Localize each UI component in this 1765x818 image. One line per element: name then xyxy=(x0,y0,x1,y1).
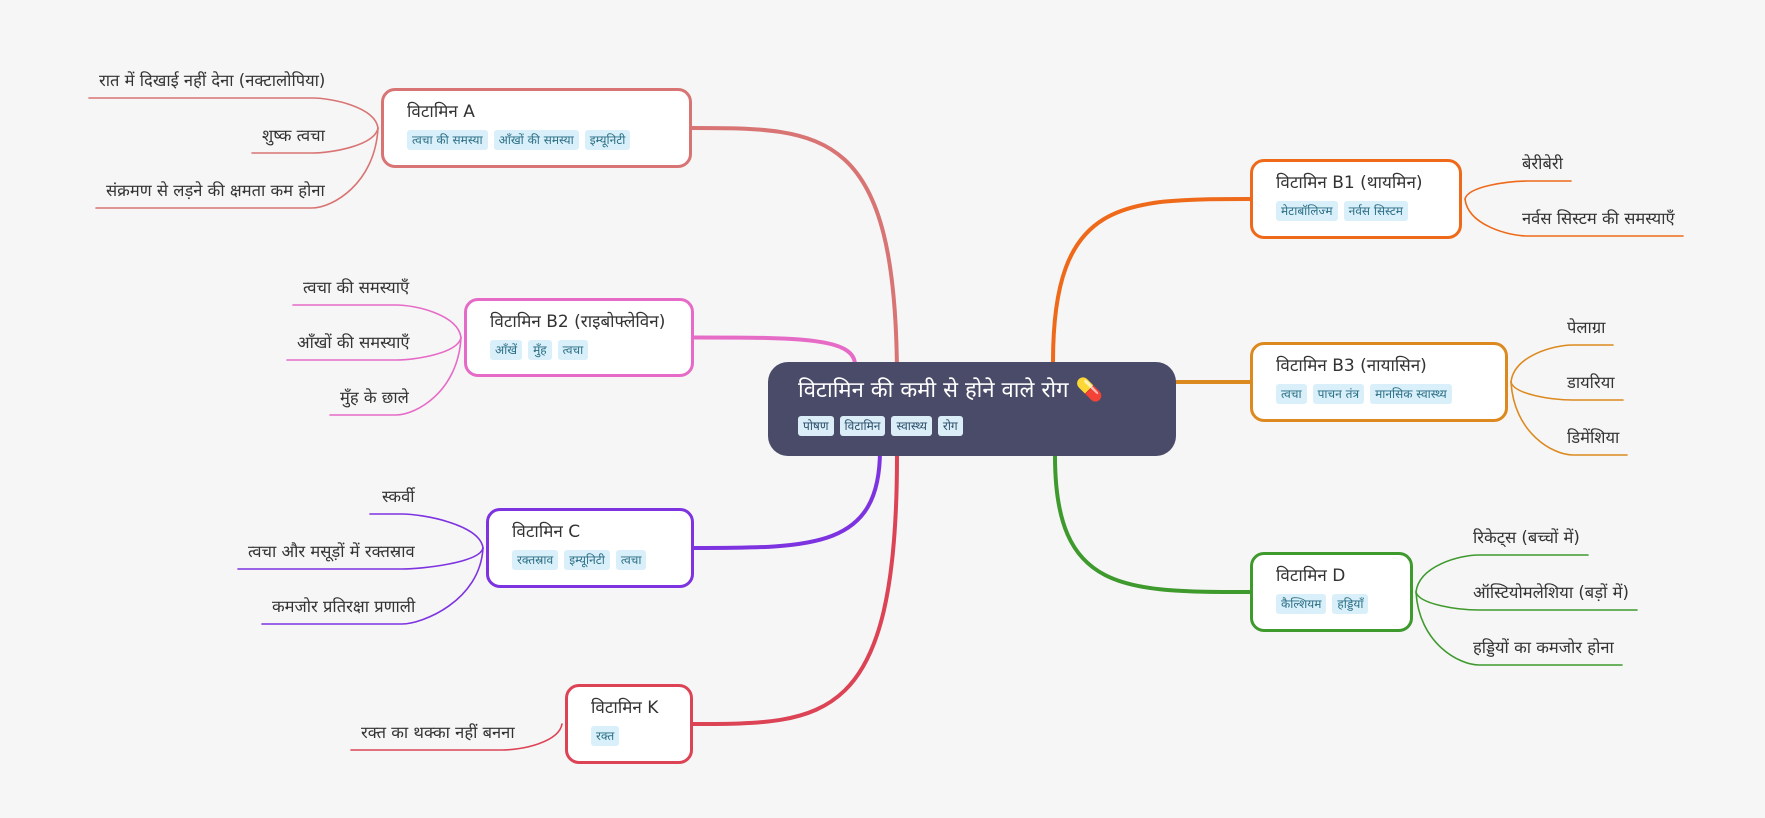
leaf-label[interactable]: कमजोर प्रतिरक्षा प्रणाली xyxy=(272,597,416,616)
connector-line xyxy=(691,454,899,726)
leaf-label[interactable]: डिमेंशिया xyxy=(1567,428,1620,447)
connector-line xyxy=(88,97,379,129)
branch-title: विटामिन B2 (राइबोफ्लेविन) xyxy=(490,312,666,332)
leaf-label[interactable]: त्वचा और मसूड़ों में रक्तस्राव xyxy=(248,542,415,561)
connector-line xyxy=(692,335,857,367)
leaf-label[interactable]: स्कर्वी xyxy=(382,487,415,506)
tag-chip: मुँह xyxy=(528,340,552,360)
connector-line xyxy=(350,723,563,751)
branch-node[interactable]: विटामिन K रक्त xyxy=(565,684,693,764)
leaf-label[interactable]: डायरिया xyxy=(1567,373,1615,392)
tag-chip: रक्त xyxy=(591,726,620,746)
leaf-label[interactable]: बेरीबेरी xyxy=(1522,154,1563,173)
connector-line xyxy=(237,547,484,570)
tag-chip: त्वचा xyxy=(615,550,647,570)
connector-line xyxy=(1053,454,1252,594)
tag-chip: मेटाबॉलिज्म xyxy=(1276,201,1338,221)
tag-chip: पाचन तंत्र xyxy=(1312,384,1365,404)
connector-line xyxy=(1510,381,1624,401)
branch-tags: रक्त xyxy=(591,726,690,746)
connector-line xyxy=(329,336,462,416)
branch-title: विटामिन A xyxy=(407,102,475,122)
tag-chip: त्वचा xyxy=(557,340,589,360)
branch-tags: त्वचा की समस्याआँखों की समस्याइम्यूनिटी xyxy=(407,130,689,150)
branch-title: विटामिन C xyxy=(512,522,581,542)
connector-line xyxy=(690,126,899,382)
connector-line xyxy=(1051,197,1252,364)
tag-chip: रक्तस्राव xyxy=(512,550,559,570)
tag-chip: हड्डियाँ xyxy=(1332,594,1369,614)
connector-line xyxy=(1415,591,1638,611)
tag-chip: मानसिक स्वास्थ्य xyxy=(1370,384,1452,404)
leaf-label[interactable]: शुष्क त्वचा xyxy=(262,126,325,145)
connector-line xyxy=(1415,591,1623,666)
leaf-label[interactable]: नर्वस सिस्टम की समस्याएँ xyxy=(1522,209,1675,228)
leaf-label[interactable]: रक्त का थक्का नहीं बनना xyxy=(361,723,515,742)
branch-title: विटामिन B3 (नायासिन) xyxy=(1276,356,1427,376)
connector-line xyxy=(286,336,462,361)
connector-line xyxy=(1510,344,1614,383)
branch-title: विटामिन K xyxy=(591,698,659,718)
tag-chip: कैल्शियम xyxy=(1276,594,1327,614)
root-tag: रोग xyxy=(937,416,963,436)
connector-line xyxy=(261,547,484,625)
branch-title: विटामिन D xyxy=(1276,566,1346,586)
tag-chip: इम्यूनिटी xyxy=(584,130,631,150)
leaf-label[interactable]: मुँह के छाले xyxy=(340,388,409,407)
connector-line xyxy=(1415,554,1589,593)
leaf-label[interactable]: त्वचा की समस्याएँ xyxy=(303,278,410,297)
tag-chip: इम्यूनिटी xyxy=(564,550,610,570)
tag-chip: आँखों की समस्या xyxy=(493,130,579,150)
root-title: विटामिन की कमी से होने वाले रोग 💊 xyxy=(798,378,1103,403)
connector-line xyxy=(1510,381,1628,456)
connector-line xyxy=(1464,198,1684,237)
tag-chip: त्वचा की समस्या xyxy=(407,130,488,150)
connector-line xyxy=(692,448,882,550)
connector-line xyxy=(369,513,484,549)
leaf-label[interactable]: रिकेट्स (बच्चों में) xyxy=(1473,528,1580,547)
connector-line xyxy=(1464,180,1572,200)
root-tag: स्वास्थ्य xyxy=(891,416,932,436)
tag-chip: आँखें xyxy=(490,340,523,360)
root-tag: विटामिन xyxy=(839,416,886,436)
connector-line xyxy=(292,304,462,339)
tag-chip: नर्वस सिस्टम xyxy=(1343,201,1408,221)
root-tag: पोषण xyxy=(798,416,834,436)
leaf-label[interactable]: ऑस्टियोमलेशिया (बड़ों में) xyxy=(1473,583,1629,602)
connector-line xyxy=(251,127,379,154)
leaf-label[interactable]: संक्रमण से लड़ने की क्षमता कम होना xyxy=(106,181,325,200)
root-tags: पोषण विटामिन स्वास्थ्य रोग xyxy=(798,416,1176,436)
tag-chip: त्वचा xyxy=(1276,384,1307,404)
leaf-label[interactable]: आँखों की समस्याएँ xyxy=(297,333,410,352)
connector-line xyxy=(95,127,379,209)
branch-node[interactable]: विटामिन A त्वचा की समस्याआँखों की समस्याइ… xyxy=(381,88,692,168)
leaf-label[interactable]: हड्डियों का कमजोर होना xyxy=(1473,638,1614,657)
root-node[interactable]: विटामिन की कमी से होने वाले रोग 💊 पोषण व… xyxy=(768,362,1176,456)
branch-title: विटामिन B1 (थायमिन) xyxy=(1276,173,1423,193)
leaf-label[interactable]: पेलाग्रा xyxy=(1567,318,1606,337)
leaf-label[interactable]: रात में दिखाई नहीं देना (नक्टालोपिया) xyxy=(99,71,326,90)
